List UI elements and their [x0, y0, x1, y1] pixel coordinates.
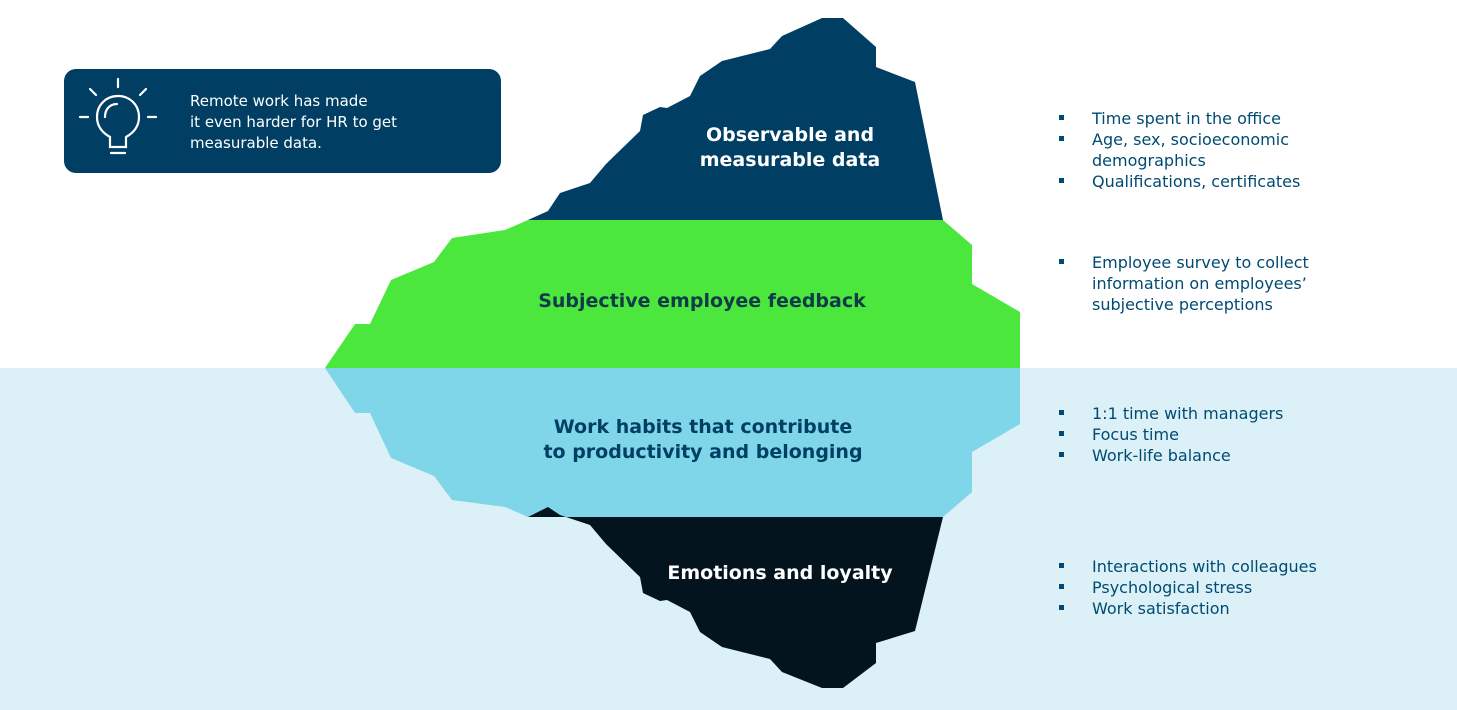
list-item: Time spent in the office: [1058, 108, 1308, 129]
list-item: Focus time: [1058, 424, 1328, 445]
callout-text: Remote work has made it even harder for …: [190, 92, 398, 152]
bullet-list-feedback: Employee survey to collect information o…: [1058, 252, 1328, 315]
list-item: Psychological stress: [1058, 577, 1358, 598]
bullet-list-emotions: Interactions with colleagues Psychologic…: [1058, 556, 1358, 619]
layer-label-emotions: Emotions and loyalty: [667, 562, 893, 584]
lightbulb-icon: [78, 77, 158, 155]
remote-work-callout: Remote work has made it even harder for …: [64, 69, 501, 173]
list-item: Qualifications, certificates: [1058, 171, 1308, 192]
list-item: Age, sex, socioeconomic demographics: [1058, 129, 1308, 171]
layer-label-feedback: Subjective employee feedback: [538, 290, 866, 312]
iceberg-layer-observable: [528, 18, 943, 220]
list-item: Employee survey to collect information o…: [1058, 252, 1328, 315]
list-item: Interactions with colleagues: [1058, 556, 1358, 577]
layer-label-observable: Observable and measurable data: [699, 124, 881, 171]
iceberg-layer-work-habits: [325, 368, 1020, 517]
iceberg-layer-emotions: [528, 507, 943, 688]
layer-label-work-habits: Work habits that contribute to productiv…: [543, 416, 863, 463]
list-item: 1:1 time with managers: [1058, 403, 1328, 424]
list-item: Work-life balance: [1058, 445, 1328, 466]
list-item: Work satisfaction: [1058, 598, 1358, 619]
bullet-list-work-habits: 1:1 time with managers Focus time Work-l…: [1058, 403, 1328, 466]
bullet-list-observable: Time spent in the office Age, sex, socio…: [1058, 108, 1308, 192]
iceberg-layer-feedback: [325, 220, 1020, 368]
